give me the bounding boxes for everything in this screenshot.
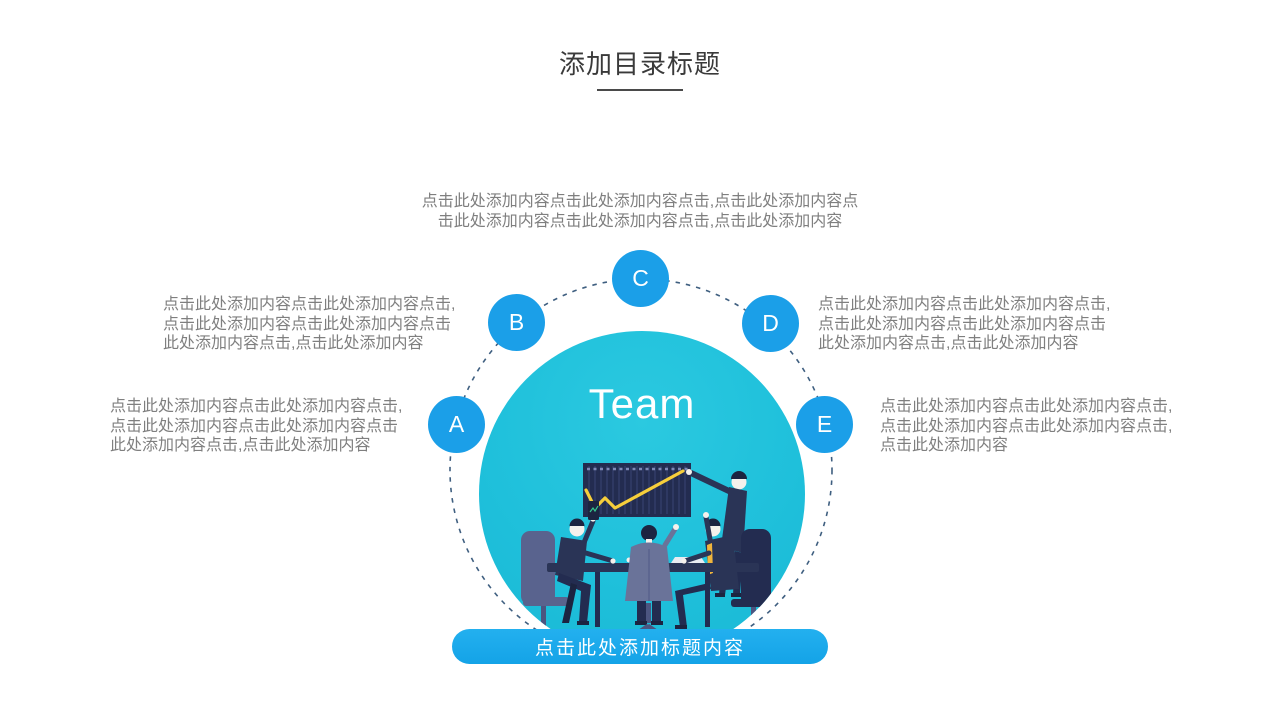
page-title[interactable]: 添加目录标题: [558, 49, 721, 79]
badge-c[interactable]: C: [612, 250, 669, 307]
chart-board: [583, 463, 691, 517]
team-meeting-illustration: [521, 463, 775, 646]
title-underline: [597, 88, 683, 91]
caption-a[interactable]: 点击此处添加内容点击此处添加内容点击,点击此处添加内容点击此处添加内容点击此处添…: [110, 398, 403, 455]
slide-header: 添加目录标题: [0, 49, 1280, 91]
caption-e[interactable]: 点击此处添加内容点击此处添加内容点击,点击此处添加内容点击此处添加内容点击,点击…: [880, 398, 1173, 455]
team-circle: Team: [479, 331, 805, 657]
bottom-title-banner[interactable]: 点击此处添加标题内容: [452, 629, 828, 664]
middle-person: [625, 524, 679, 625]
caption-b[interactable]: 点击此处添加内容点击此处添加内容点击,点击此处添加内容点击此处添加内容点击此处添…: [163, 296, 456, 353]
caption-c[interactable]: 点击此处添加内容点击此处添加内容点击,点击此处添加内容点击此处添加内容点击此处添…: [421, 193, 859, 230]
banner-label: 点击此处添加标题内容: [534, 638, 745, 659]
badge-d[interactable]: D: [742, 295, 799, 352]
badge-a[interactable]: A: [428, 396, 485, 453]
caption-d[interactable]: 点击此处添加内容点击此处添加内容点击,点击此处添加内容点击此处添加内容点击此处添…: [818, 296, 1111, 353]
team-label: Team: [588, 380, 696, 427]
badge-b[interactable]: B: [488, 294, 545, 351]
badge-e[interactable]: E: [796, 396, 853, 453]
